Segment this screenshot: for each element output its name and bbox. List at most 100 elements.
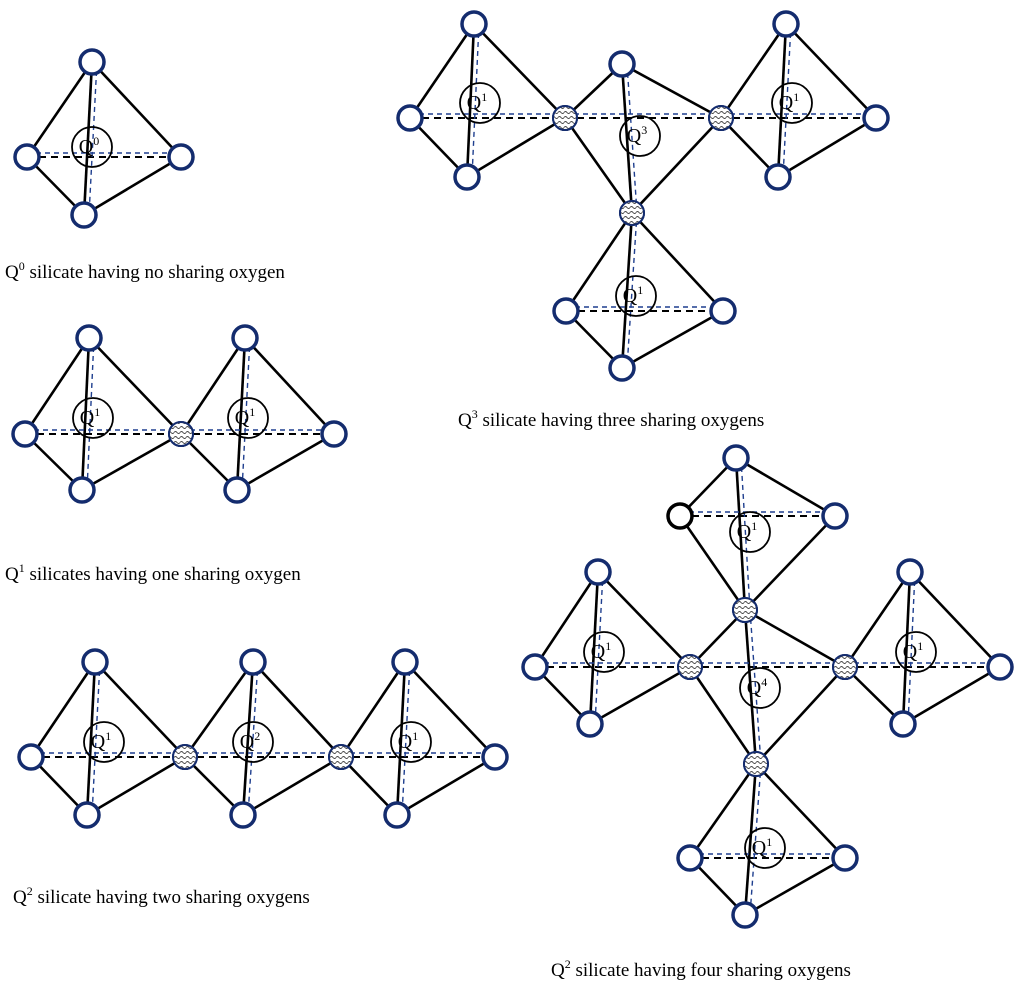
q3-tetrahedron-2-oxygen-top [608,50,636,78]
q4-tetrahedron-bottom-silicon-atom [744,827,786,869]
q0-tetrahedron-1-bond-top-right [91,61,182,158]
q2-tetrahedron-1-oxygen-left [17,743,45,771]
q3-tetrahedron-4-oxygen-right [709,297,737,325]
q4-tetrahedron-right-q-label: Q1 [903,639,923,663]
q2-tetrahedron-2-bond-top-left [183,661,255,758]
q4-tetrahedron-right-oxygen-left [832,654,858,680]
q3-tetrahedron-4-oxygen-top [619,200,645,226]
q4-tetrahedron-center-bond-right-bottom [755,666,846,765]
q4-tetrahedron-top-oxygen-left [666,502,694,530]
q1-tetrahedron-1-silicon-atom [72,397,114,439]
q0-tetrahedron-1-bond-top-bottom [82,61,94,216]
q3-tetrahedron-4-bond-top-left [564,212,634,312]
q4-tetrahedron-left-oxygen-left [521,653,549,681]
q4-tetrahedron-center-oxygen-top [732,597,758,623]
q4-caption: Q2 silicate having four sharing oxygens [551,957,851,981]
q4-tetrahedron-right-bond-right-bottom [902,665,1001,726]
q1-tetrahedron-2-oxygen-top [231,324,259,352]
q1-tetrahedron-2-silicon-atom [227,397,269,439]
q4-tetrahedron-left-bond-top-right [597,571,691,668]
q4-tetrahedron-left-oxygen-top [584,558,612,586]
q2-tetrahedron-3-oxygen-bottom [383,801,411,829]
q3-tetrahedron-2-bond-right-bottom [631,117,722,214]
q3-tetrahedron-2-oxygen-left [552,105,578,131]
q2-tetrahedron-3-oxygen-top [391,648,419,676]
q1-tetrahedron-1-bond-top-left [23,337,91,435]
q4-tetrahedron-left-q-label: Q1 [591,639,611,663]
q0-tetrahedron-1-oxygen-left [13,143,41,171]
q4-tetrahedron-left-silicon-atom [583,631,625,673]
q1-tetrahedron-2-bond-vertical-hidden [241,337,251,491]
q3-tetrahedron-3-bond-vertical-hidden [782,23,792,178]
q1-tetrahedron-2-bond-top-bottom [235,337,247,491]
q3-tetrahedron-4-bond-right-bottom [621,309,724,370]
q3-tetrahedron-3-oxygen-right [862,104,890,132]
q2-caption: Q2 silicate having two sharing oxygens [13,884,310,908]
q4-tetrahedron-bottom-oxygen-right [831,844,859,872]
q0-tetrahedron-1-oxygen-bottom [70,201,98,229]
q4-tetrahedron-center-bond-left-bottom [688,666,758,765]
q2-tetrahedron-1-bond-vertical-hidden [91,661,101,816]
q2-tetrahedron-2-oxygen-bottom [229,801,257,829]
q4-tetrahedron-left-oxygen-bottom [576,710,604,738]
q4-tetrahedron-center-q-label: Q4 [747,675,767,699]
q2-tetrahedron-2-bond-top-bottom [241,661,255,816]
q0-tetrahedron-1-bond-right-bottom [83,155,182,217]
q4-tetrahedron-right-bond-top-left [843,571,912,668]
q3-tetrahedron-3-bond-top-right [785,23,877,119]
q3-tetrahedron-2-bond-left-bottom [563,117,634,214]
q3-tetrahedron-2-bond-top-right [621,62,722,120]
q4-tetrahedron-bottom-oxygen-left [676,844,704,872]
q2-tetrahedron-1-bond-top-bottom [85,661,97,816]
q1-tetrahedron-1-q-label: Q1 [80,405,100,429]
q3-tetrahedron-2-q-label: Q3 [627,123,647,147]
q4-tetrahedron-top-bond-top-right [735,456,836,518]
q4-tetrahedron-bottom-bond-top-left [688,763,758,859]
q3-tetrahedron-3-oxygen-top [772,10,800,38]
q4-tetrahedron-right-bond-top-right [909,571,1001,668]
q4-tetrahedron-center-bond-top-right [744,608,846,669]
q3-tetrahedron-1-silicon-atom [459,82,501,124]
q4-tetrahedron-center-bond-top-bottom [743,609,758,765]
q4-tetrahedron-left-bond-top-bottom [588,571,600,725]
q1-tetrahedron-2-bond-top-left [179,337,247,435]
q4-tetrahedron-top-bond-left-bottom [678,515,747,611]
q3-caption: Q3 silicate having three sharing oxygens [458,407,764,431]
q2-tetrahedron-2-bond-vertical-hidden [247,661,259,816]
q0-tetrahedron-1-bond-vertical-hidden [88,61,98,216]
q3-tetrahedron-4-oxygen-left [552,297,580,325]
q3-tetrahedron-4-silicon-atom [615,275,657,317]
q0-tetrahedron-1-silicon-atom [71,126,113,168]
q3-tetrahedron-4-oxygen-bottom [608,354,636,382]
q4-tetrahedron-right-oxygen-top [896,558,924,586]
q4-tetrahedron-bottom-oxygen-top [743,751,769,777]
q1-tetrahedron-1-oxygen-bottom [68,476,96,504]
q3-tetrahedron-1-bond-vertical-hidden [471,23,480,178]
q2-tetrahedron-3-bond-top-bottom [395,661,407,816]
q1-tetrahedron-2-oxygen-left [168,421,194,447]
q0-tetrahedron-1-bond-top-left [25,61,94,158]
q3-tetrahedron-1-bond-right-bottom [466,116,566,179]
q3-tetrahedron-1-bond-top-bottom [465,23,476,178]
q4-tetrahedron-right-bond-vertical-hidden [907,571,916,725]
q3-tetrahedron-3-bond-right-bottom [777,116,877,179]
q2-tetrahedron-3-bond-vertical-hidden [401,661,411,816]
q1-caption: Q1 silicates having one sharing oxygen [5,561,301,585]
q1-tetrahedron-2-q-label: Q1 [235,405,255,429]
q4-tetrahedron-top-q-label: Q1 [737,519,757,543]
q3-tetrahedron-4-bond-vertical-hidden [626,212,638,369]
q4-tetrahedron-left-bond-right-bottom [589,665,691,726]
q2-tetrahedron-1-bond-top-right [94,661,186,758]
q4-tetrahedron-top-bond-top-bottom [734,457,747,611]
q4-tetrahedron-right-oxygen-right [986,653,1014,681]
q0-tetrahedron-1-oxygen-top [78,48,106,76]
q2-tetrahedron-3-q-label: Q1 [398,729,418,753]
q3-tetrahedron-2-silicon-atom [619,115,661,157]
q1-tetrahedron-1-bond-top-right [88,337,182,435]
q4-tetrahedron-center-silicon-atom [739,667,781,709]
q0-tetrahedron-1-oxygen-right [167,143,195,171]
q2-tetrahedron-2-silicon-atom [232,721,274,763]
